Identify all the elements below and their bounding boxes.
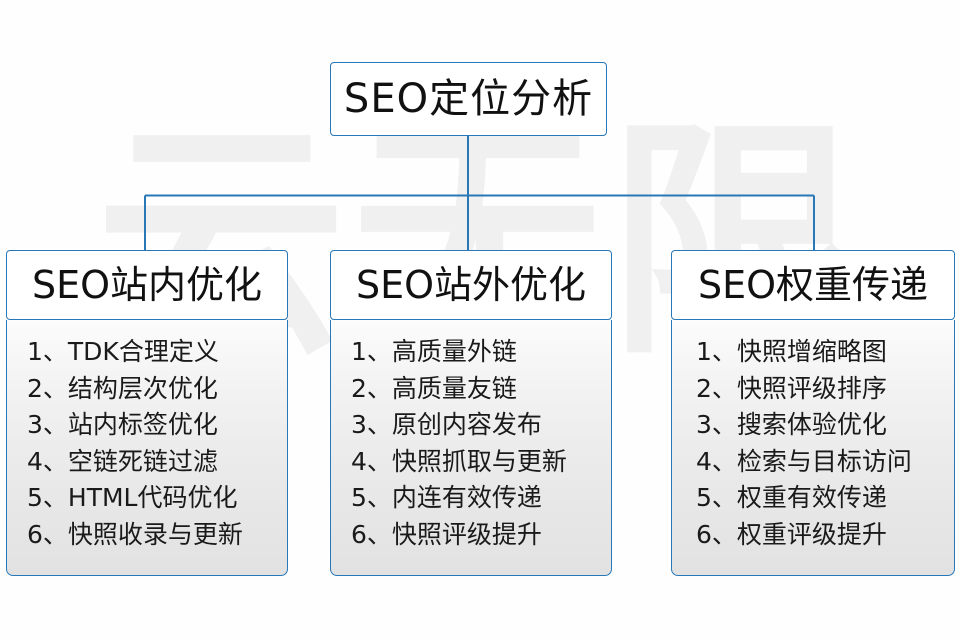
root-node-label: SEO定位分析 xyxy=(343,76,594,122)
list-item[interactable]: 6、权重评级提升 xyxy=(696,519,887,549)
list-item[interactable]: 3、原创内容发布 xyxy=(351,410,542,439)
list-item[interactable]: 1、高质量外链 xyxy=(351,337,517,366)
list-item[interactable]: 2、高质量友链 xyxy=(351,373,517,403)
list-item[interactable]: 1、TDK合理定义 xyxy=(27,337,219,366)
list-item[interactable]: 2、结构层次优化 xyxy=(27,373,218,403)
column-header-3[interactable]: SEO权重传递 xyxy=(671,250,955,320)
column-body-3: 1、快照增缩略图 2、快照评级排序 3、搜索体验优化 4、检索与目标访问 5、权… xyxy=(671,320,955,576)
list-item[interactable]: 4、快照抓取与更新 xyxy=(351,446,567,476)
column-list-1: 1、TDK合理定义 2、结构层次优化 3、站内标签优化 4、空链死链过滤 5、H… xyxy=(7,334,287,553)
column-header-label-2: SEO站外优化 xyxy=(355,263,587,307)
column-header-label-3: SEO权重传递 xyxy=(697,263,929,307)
column-list-2: 1、高质量外链 2、高质量友链 3、原创内容发布 4、快照抓取与更新 5、内连有… xyxy=(331,334,611,553)
column-body-2: 1、高质量外链 2、高质量友链 3、原创内容发布 4、快照抓取与更新 5、内连有… xyxy=(330,320,612,576)
list-item[interactable]: 3、搜索体验优化 xyxy=(696,410,887,439)
list-item[interactable]: 5、HTML代码优化 xyxy=(27,483,238,512)
list-item[interactable]: 5、权重有效传递 xyxy=(696,483,887,512)
list-item[interactable]: 3、站内标签优化 xyxy=(27,410,218,439)
list-item[interactable]: 1、快照增缩略图 xyxy=(696,337,887,366)
list-item[interactable]: 6、快照评级提升 xyxy=(351,519,542,549)
column-header-1[interactable]: SEO站内优化 xyxy=(6,250,288,320)
column-header-label-1: SEO站内优化 xyxy=(31,263,263,307)
column-list-3: 1、快照增缩略图 2、快照评级排序 3、搜索体验优化 4、检索与目标访问 5、权… xyxy=(672,334,954,553)
root-node[interactable]: SEO定位分析 xyxy=(330,62,607,136)
list-item[interactable]: 2、快照评级排序 xyxy=(696,373,887,403)
list-item[interactable]: 4、检索与目标访问 xyxy=(696,446,912,476)
list-item[interactable]: 4、空链死链过滤 xyxy=(27,446,218,476)
list-item[interactable]: 5、内连有效传递 xyxy=(351,483,542,512)
column-body-1: 1、TDK合理定义 2、结构层次优化 3、站内标签优化 4、空链死链过滤 5、H… xyxy=(6,320,288,576)
list-item[interactable]: 6、快照收录与更新 xyxy=(27,519,243,549)
column-header-2[interactable]: SEO站外优化 xyxy=(330,250,612,320)
